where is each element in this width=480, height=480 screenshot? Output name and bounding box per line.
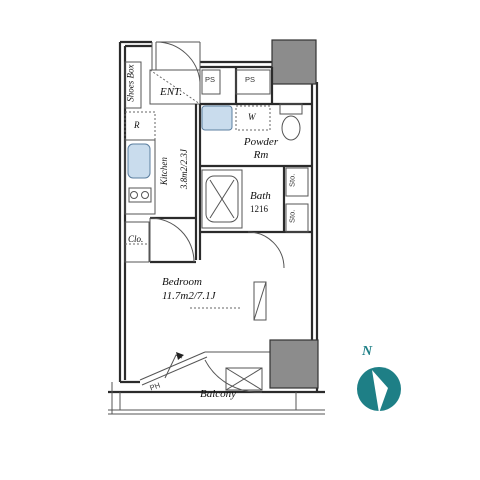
powder-room-label: Powder xyxy=(243,136,279,148)
storage-1-label: Sto. xyxy=(287,173,297,187)
storage-2-box xyxy=(285,203,309,233)
bath-label: Bath xyxy=(250,190,271,202)
storage-1-box xyxy=(285,167,309,197)
powder-room-label-2: Rm xyxy=(253,149,269,161)
refrigerator-space xyxy=(124,111,156,141)
entrance-label: ENT. xyxy=(160,86,183,98)
pipe-space-2-box xyxy=(235,69,271,95)
bath-door-swing xyxy=(247,231,285,269)
closet-label: Clo. xyxy=(128,234,144,244)
kitchen-area-label: 3.8m2/2.3J xyxy=(178,149,189,190)
shaft-top-right xyxy=(271,39,317,85)
bedroom-fixture xyxy=(253,281,267,321)
bath-size-label: 1216 xyxy=(250,204,268,214)
bedroom-label: Bedroom xyxy=(162,276,202,288)
pipe-space-1-box xyxy=(201,69,221,95)
bedroom-area-label: 11.7m2/7.1J xyxy=(162,290,216,302)
compass-north-label: N xyxy=(362,344,373,359)
kitchen-counter xyxy=(124,139,156,215)
balcony-label: Balcony xyxy=(200,388,237,400)
washer-label: W xyxy=(248,112,256,122)
pipe-space-2-label: PS xyxy=(245,75,256,84)
balcony-structure xyxy=(108,352,325,415)
shaft-bottom-right xyxy=(269,339,319,389)
pipe-space-1-label: PS xyxy=(205,75,216,84)
washer-space xyxy=(235,105,271,131)
toilet xyxy=(279,103,303,141)
kitchen-label: Kitchen xyxy=(158,157,169,186)
storage-2-label: Sto. xyxy=(287,209,297,223)
shoes-box-label: Shoes Box xyxy=(125,64,136,102)
entrance-door xyxy=(149,41,201,105)
closet-box xyxy=(124,221,150,263)
bathtub xyxy=(201,169,243,229)
shoes-box xyxy=(124,61,142,109)
washbasin xyxy=(201,105,233,131)
refrigerator-label: R xyxy=(134,120,140,130)
